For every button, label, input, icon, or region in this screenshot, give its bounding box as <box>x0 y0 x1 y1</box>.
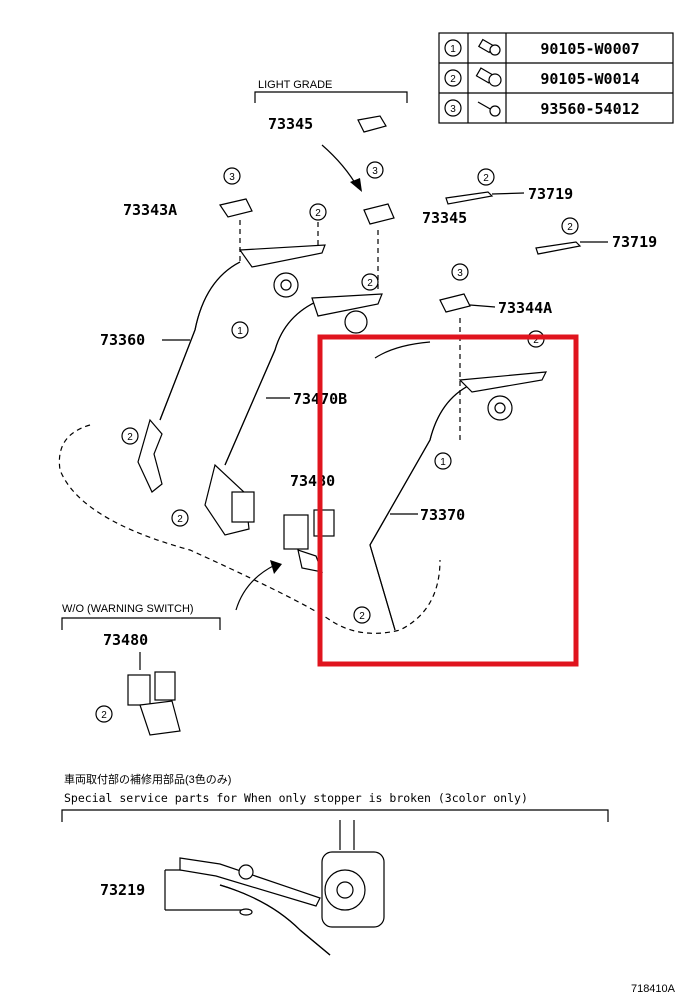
part-label-73343a: 73343A <box>123 201 177 219</box>
part-label-73480-wo: 73480 <box>103 631 148 649</box>
wo-warning-switch-label: W/O (WARNING SWITCH) <box>62 603 194 615</box>
svg-text:2: 2 <box>367 278 373 289</box>
table-row: 2 90105-W0014 <box>444 67 640 88</box>
bolt-icon <box>475 67 502 87</box>
svg-text:1: 1 <box>450 44 456 55</box>
svg-text:2: 2 <box>483 173 489 184</box>
special-parts-en: Special service parts for When only stop… <box>64 791 528 805</box>
svg-text:2: 2 <box>567 222 573 233</box>
screw-icon <box>477 101 501 117</box>
anchor-cover <box>357 115 387 133</box>
part-label-73345-light: 73345 <box>268 115 313 133</box>
part-label-73719-a: 73719 <box>528 185 573 203</box>
svg-text:3: 3 <box>229 172 235 183</box>
svg-text:3: 3 <box>457 268 463 279</box>
svg-text:3: 3 <box>372 166 378 177</box>
svg-text:2: 2 <box>127 432 133 443</box>
fastener-table: 1 90105-W0007 2 90105-W0014 3 93560-5401… <box>438 32 674 124</box>
diagram-id: 718410A <box>631 983 676 995</box>
part-number: 90105-W0014 <box>540 70 639 88</box>
highlight-box <box>317 334 579 667</box>
part-label-73480: 73480 <box>290 472 335 490</box>
table-row: 1 90105-W0007 <box>444 38 640 58</box>
light-grade-label: LIGHT GRADE <box>258 79 332 91</box>
part-number: 93560-54012 <box>540 100 639 118</box>
special-parts-jp: 車両取付部の補修用部品(3色のみ) <box>64 772 231 786</box>
svg-text:1: 1 <box>440 457 446 468</box>
svg-text:2: 2 <box>177 514 183 525</box>
part-number: 90105-W0007 <box>540 40 639 58</box>
svg-text:1: 1 <box>237 326 243 337</box>
svg-text:2: 2 <box>101 710 107 721</box>
part-label-73719-b: 73719 <box>612 233 657 251</box>
part-label-73370: 73370 <box>420 506 465 524</box>
svg-text:3: 3 <box>450 104 456 115</box>
svg-text:2: 2 <box>359 611 365 622</box>
bolt-icon <box>477 38 501 56</box>
table-row: 3 93560-54012 <box>444 99 640 118</box>
part-label-73219: 73219 <box>100 881 145 899</box>
svg-text:2: 2 <box>450 74 456 85</box>
part-label-73360: 73360 <box>100 331 145 349</box>
part-label-73344a: 73344A <box>498 299 552 317</box>
svg-text:2: 2 <box>315 208 321 219</box>
part-label-73345: 73345 <box>422 209 467 227</box>
svg-text:2: 2 <box>533 335 539 346</box>
